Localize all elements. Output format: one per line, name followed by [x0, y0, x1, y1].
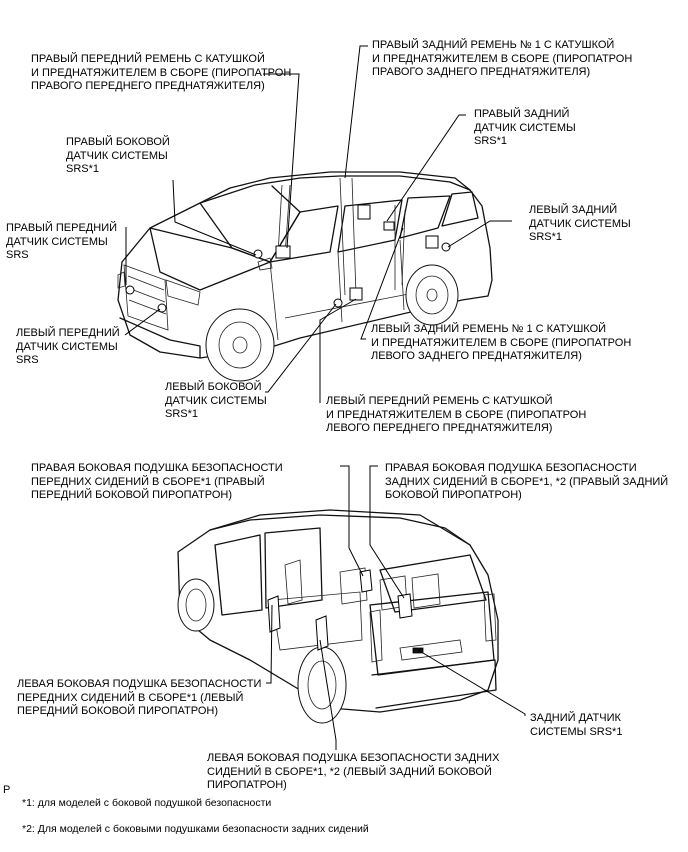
suv-front-view-illustration [117, 171, 493, 382]
suv-rear-view-illustration [177, 509, 499, 724]
side-marker: P [3, 784, 11, 796]
footnote-1: *1: для моделей с боковой подушкой безоп… [22, 797, 272, 809]
footnote-2: *2: Для моделей с боковыми подушками без… [22, 823, 369, 835]
leader-lines [124, 45, 526, 750]
seatbelt-parts [275, 177, 439, 301]
side-airbag-parts [267, 569, 424, 654]
label-left-rear-side-airbag: ЛЕВАЯ БОКОВАЯ ПОДУШКА БЕЗОПАСНОСТИ ЗАДНИ… [207, 752, 500, 791]
srs-sensor-parts [125, 242, 451, 313]
